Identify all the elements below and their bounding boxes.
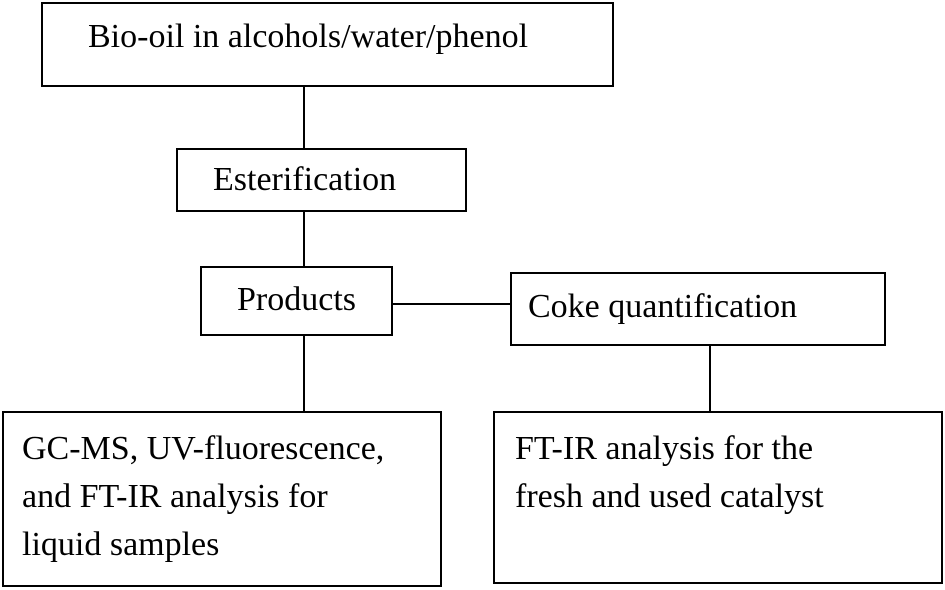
label-esterification: Esterification (213, 161, 397, 198)
box-products (200, 266, 393, 336)
label-liquid-analysis: GC-MS, UV-fluorescence, and FT-IR analys… (22, 430, 385, 563)
box-esterification (176, 148, 467, 212)
label-coke-quantification: Coke quantification (528, 288, 798, 325)
label-bio-oil: Bio-oil in alcohols/water/phenol (88, 18, 529, 55)
connector-coke-to-catalyst-analysis (709, 344, 711, 412)
label-products: Products (237, 281, 356, 318)
box-bio-oil (41, 2, 614, 87)
connector-bio-oil-to-esterification (303, 85, 305, 148)
box-coke-quantification (510, 272, 886, 346)
box-liquid-analysis (2, 411, 442, 587)
label-catalyst-analysis: FT-IR analysis for the fresh and used ca… (515, 430, 824, 515)
connector-products-to-coke (392, 303, 510, 305)
connector-esterification-to-products (303, 210, 305, 266)
connector-products-to-liquid-analysis (303, 334, 305, 412)
box-catalyst-analysis (493, 411, 943, 584)
